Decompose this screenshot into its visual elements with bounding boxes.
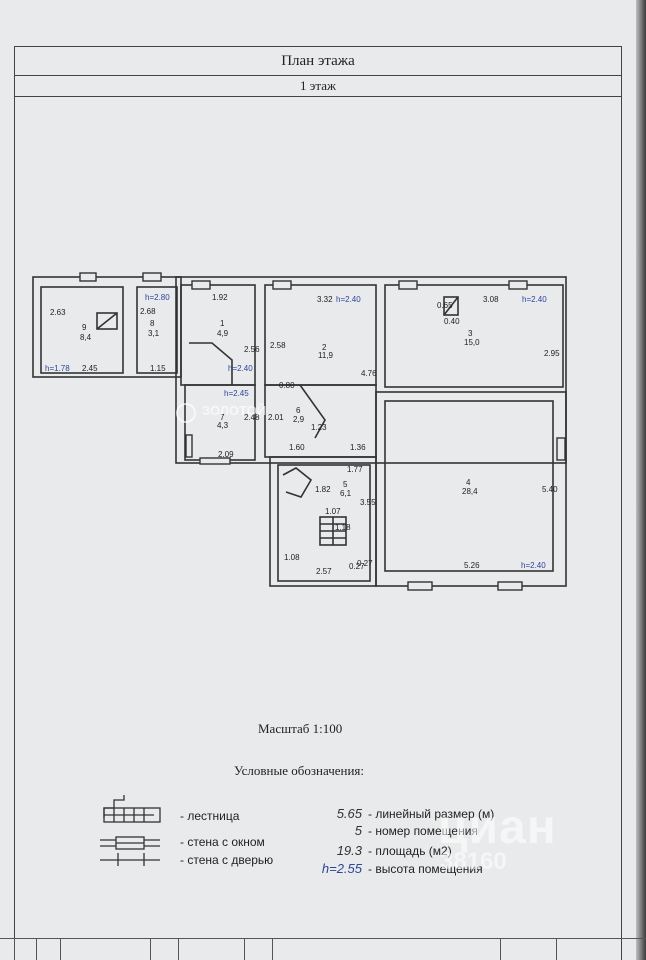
room-8-area: 3,1 xyxy=(148,329,160,338)
room-4-height: h=2.40 xyxy=(521,561,546,570)
legend-value-room-number: 5 xyxy=(354,823,362,838)
floor-label: 1 этаж xyxy=(15,76,621,97)
room-2-dim-a: 3.32 xyxy=(317,295,333,304)
logo-circle-icon xyxy=(176,403,196,423)
room-3-height: h=2.40 xyxy=(522,295,547,304)
room-8-dim-a: 2.68 xyxy=(140,307,156,316)
room-6-number: 6 xyxy=(296,406,301,415)
room-9-height: h=1.78 xyxy=(45,364,70,373)
cian-watermark: циан xyxy=(438,801,557,854)
cian-watermark-code: 38160 xyxy=(440,848,507,875)
room-4-area: 28,4 xyxy=(462,487,478,496)
room-5-dim-i: 0.27 xyxy=(357,559,373,568)
room-7-area: 4,3 xyxy=(217,421,229,430)
room-6-area: 2,9 xyxy=(293,415,305,424)
room-5-area: 6,1 xyxy=(340,489,352,498)
room-3-dim-d: 0.40 xyxy=(444,317,460,326)
room-7-dim-a: 2.09 xyxy=(218,450,234,459)
bottom-stamp-table xyxy=(0,938,646,960)
room-1-height: h=2.40 xyxy=(228,364,253,373)
room-9-area: 8,4 xyxy=(80,333,92,342)
room-4-walls xyxy=(384,400,554,572)
room-5-dim-g: 2.57 xyxy=(316,567,332,576)
room-3-walls xyxy=(384,284,564,388)
room-3-area: 15,0 xyxy=(464,338,480,347)
golden-logo-watermark: ЗОЛОТОЙ xyxy=(202,403,266,418)
room-5-dim-a: 1.77 xyxy=(347,465,363,474)
room-5-dim-b: 1.82 xyxy=(315,485,331,494)
room-1-number: 1 xyxy=(220,319,225,328)
room-5-dim-d: 1.07 xyxy=(325,507,341,516)
room-4-dim-b: 5.26 xyxy=(464,561,480,570)
room-5-dim-f: 1.08 xyxy=(284,553,300,562)
legend-stair-label: - лестница xyxy=(180,809,240,823)
room-6-dim-e: 1.36 xyxy=(350,443,366,452)
dim-248: 2.48 xyxy=(244,413,260,422)
room-3-dim-b: 2.95 xyxy=(544,349,560,358)
room-3-dim-a: 3.08 xyxy=(483,295,499,304)
room-7-number: 7 xyxy=(220,413,225,422)
room-1-dim-b: 2.56 xyxy=(244,345,260,354)
legend-linear-label: - линейный размер (м) xyxy=(368,807,495,821)
legend-window-wall-label: - стена с окном xyxy=(180,835,265,849)
room-2-dim-c: 4.76 xyxy=(361,369,377,378)
room-9-dim-b: 2.45 xyxy=(82,364,98,373)
room-9-number: 9 xyxy=(82,323,87,332)
legend-title: Условные обозначения: xyxy=(234,763,365,778)
room-8-height: h=2.80 xyxy=(145,293,170,302)
room-8-dim-b: 1.15 xyxy=(150,364,166,373)
room-6-dim-c: 1.23 xyxy=(311,423,327,432)
scale-label: Масштаб 1:100 xyxy=(258,721,343,736)
room-9-dim-a: 2.63 xyxy=(50,308,66,317)
legend-room-number-label: - номер помещения xyxy=(368,824,478,838)
room-7-height: h=2.45 xyxy=(224,389,249,398)
room-8-number: 8 xyxy=(150,319,155,328)
room-6-dim-a: 0.80 xyxy=(279,381,295,390)
room-2-number: 2 xyxy=(322,343,327,352)
room-5-number: 5 xyxy=(343,480,348,489)
room-5-walls xyxy=(277,464,371,582)
legend-value-area: 19.3 xyxy=(336,843,362,858)
room-5-dim-c: 3.55 xyxy=(360,498,376,507)
room-2-area: 11,9 xyxy=(318,351,334,360)
room-6-dim-d: 1.60 xyxy=(289,443,305,452)
room-2-dim-b: 2.58 xyxy=(270,341,286,350)
room-1-area: 4,9 xyxy=(217,329,229,338)
legend-height-label: - высота помещения xyxy=(368,862,483,876)
page-edge-shadow xyxy=(636,0,646,960)
room-5-dim-e: 1.18 xyxy=(335,523,351,532)
room-3-number: 3 xyxy=(468,329,473,338)
legend-value-height: h=2.55 xyxy=(321,861,362,876)
room-5-dim-h: 0.27 xyxy=(349,562,365,571)
room-3-dim-c: 0.65 xyxy=(437,301,453,310)
room-2-height: h=2.40 xyxy=(336,295,361,304)
room-4-number: 4 xyxy=(466,478,471,487)
legend-area-label: - площадь (м2) xyxy=(368,844,452,858)
legend-symbols xyxy=(100,795,161,866)
room-6-walls xyxy=(264,384,377,458)
room-6-dim-b: 2.01 xyxy=(268,413,284,422)
legend-door-wall-label: - стена с дверью xyxy=(180,853,274,867)
plan-frame: План этажа 1 этаж xyxy=(14,46,622,960)
room-4-dim-a: 5.40 xyxy=(542,485,558,494)
wall-block-west xyxy=(32,276,182,378)
legend-value-linear: 5.65 xyxy=(336,806,362,821)
plan-title: План этажа xyxy=(15,47,621,76)
room-1-dim-a: 1.92 xyxy=(212,293,228,302)
